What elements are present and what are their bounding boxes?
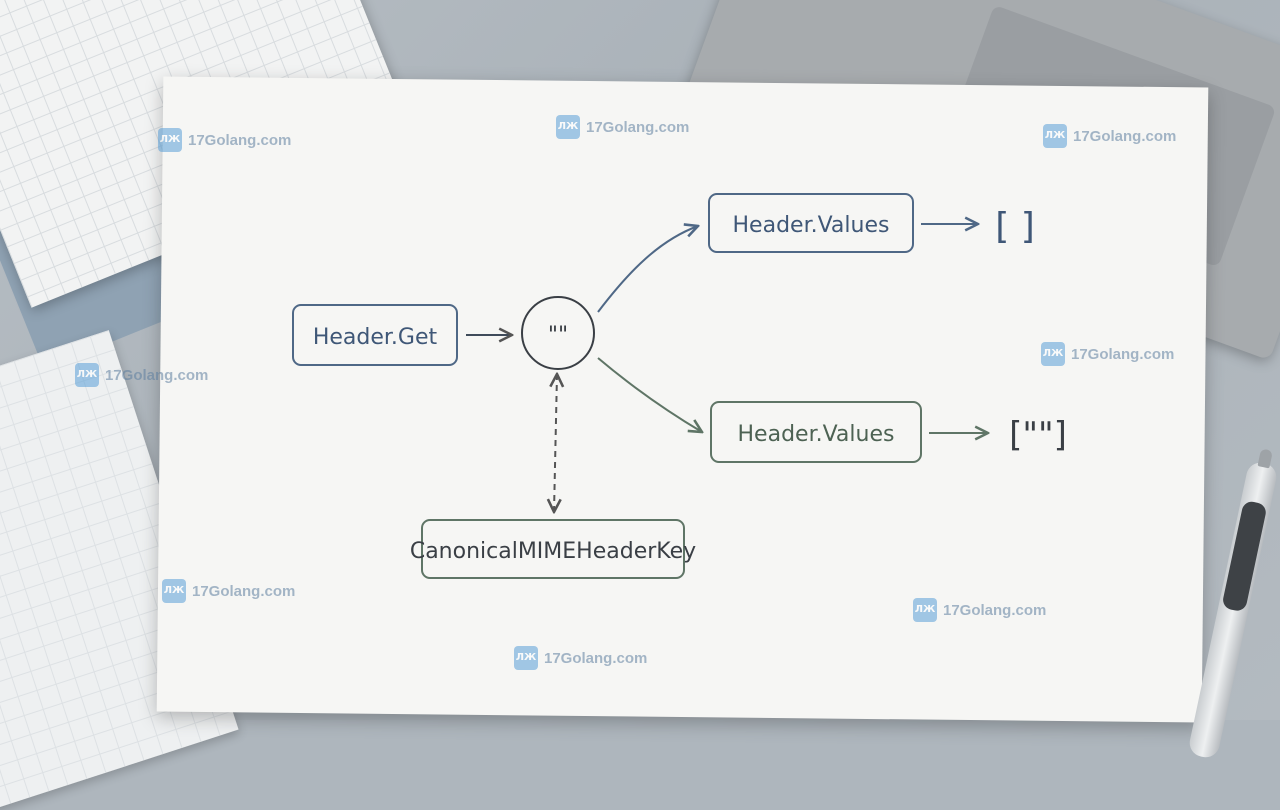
watermark-logo-icon: ЛЖ [162,579,186,603]
watermark: ЛЖ 17Golang.com [75,363,208,387]
watermark-logo-icon: ЛЖ [556,115,580,139]
result-top: [ ] [995,206,1035,247]
empty-string-node: "" [521,296,595,370]
watermark-logo-icon: ЛЖ [514,646,538,670]
arrow-empty-to-values-top [597,226,698,313]
watermark-text: 17Golang.com [943,601,1047,619]
watermark-text: 17Golang.com [192,582,296,600]
canonical-label: CanonicalMIMEHeaderKey [410,539,696,564]
header-values-bottom-label: Header.Values [738,422,895,447]
arrow-empty-to-values-bottom [597,357,702,432]
watermark-logo-icon: ЛЖ [158,128,182,152]
watermark-text: 17Golang.com [544,649,648,667]
watermark: ЛЖ 17Golang.com [1041,342,1174,366]
result-bottom: [""] [1009,415,1067,455]
watermark: ЛЖ 17Golang.com [556,115,689,139]
watermark: ЛЖ 17Golang.com [158,128,291,152]
header-get-label: Header.Get [313,325,438,350]
watermark: ЛЖ 17Golang.com [913,598,1046,622]
flow-diagram: Header.Get "" Header.Values [ ] Header.V… [292,193,1067,579]
header-values-top-node: Header.Values [708,193,914,253]
watermark-logo-icon: ЛЖ [913,598,937,622]
header-get-node: Header.Get [292,304,458,366]
watermark: ЛЖ 17Golang.com [514,646,647,670]
header-values-top-label: Header.Values [733,213,890,238]
watermark-text: 17Golang.com [105,366,209,384]
watermark: ЛЖ 17Golang.com [162,579,295,603]
watermark-logo-icon: ЛЖ [1043,124,1067,148]
watermark-text: 17Golang.com [188,131,292,149]
watermark-logo-icon: ЛЖ [75,363,99,387]
watermark-text: 17Golang.com [586,118,690,136]
dashed-arrow-canonical [554,374,557,512]
empty-string-label: "" [548,323,568,348]
watermark-text: 17Golang.com [1071,345,1175,363]
header-values-bottom-node: Header.Values [710,401,922,463]
canonical-node: CanonicalMIMEHeaderKey [410,519,696,579]
watermark: ЛЖ 17Golang.com [1043,124,1176,148]
watermark-text: 17Golang.com [1073,127,1177,145]
watermark-logo-icon: ЛЖ [1041,342,1065,366]
